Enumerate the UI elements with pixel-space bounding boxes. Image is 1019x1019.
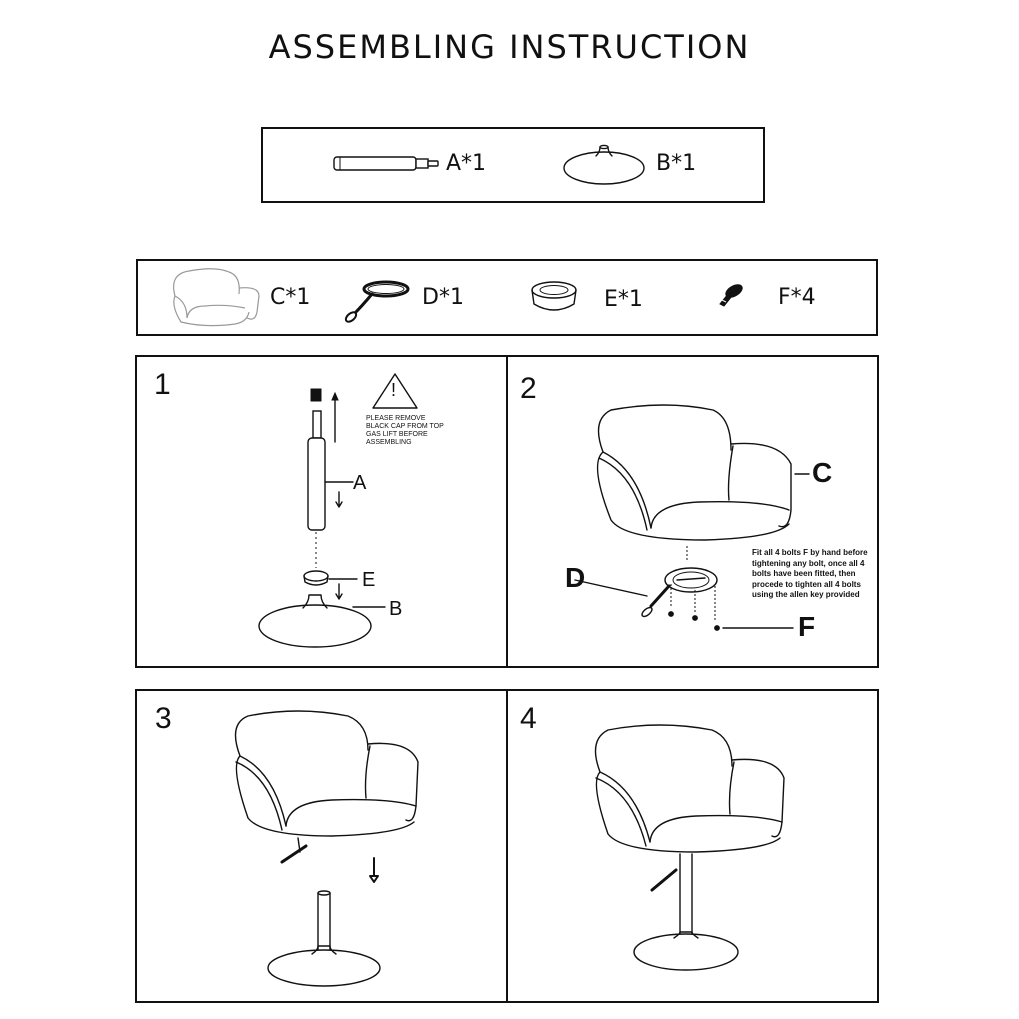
step-1-number: 1 <box>154 368 171 401</box>
step-1-warning-text: PLEASE REMOVE BLACK CAP FROM TOP GAS LIF… <box>366 415 444 446</box>
step-4-number: 4 <box>520 702 537 735</box>
part-label-a: A*1 <box>446 151 487 176</box>
part-label-e: E*1 <box>604 287 643 312</box>
part-label-f: F*4 <box>778 285 816 310</box>
warning-triangle-icon <box>372 373 418 409</box>
step-2-label-c: C <box>812 457 833 488</box>
page-title: ASSEMBLING INSTRUCTION <box>268 28 751 66</box>
step-1-label-b: B <box>389 598 403 620</box>
warning-symbol: ! <box>391 380 397 400</box>
step-4-illustration <box>594 724 785 971</box>
bolt-icon <box>719 284 743 307</box>
step-2-number: 2 <box>520 372 537 405</box>
step-1-illustration <box>258 388 386 648</box>
base-plate-icon <box>563 144 645 185</box>
lever-icon <box>344 280 410 323</box>
step-2-label-d: D <box>565 562 586 593</box>
step-1-label-a: A <box>353 472 367 494</box>
step-1-label-e: E <box>362 569 376 591</box>
ring-cover-icon <box>531 281 577 311</box>
gas-lift-icon <box>333 156 439 171</box>
step-3-illustration <box>234 710 419 987</box>
step-2-note: Fit all 4 bolts F by hand before tighten… <box>752 548 868 599</box>
step-2-label-f: F <box>798 611 816 642</box>
chair-seat-icon <box>173 268 260 327</box>
part-label-c: C*1 <box>270 285 311 310</box>
part-label-b: B*1 <box>656 151 697 176</box>
step-2-illustration <box>574 404 810 631</box>
step-3-number: 3 <box>155 702 172 735</box>
parts-box-2 <box>136 259 878 336</box>
part-label-d: D*1 <box>422 285 464 310</box>
